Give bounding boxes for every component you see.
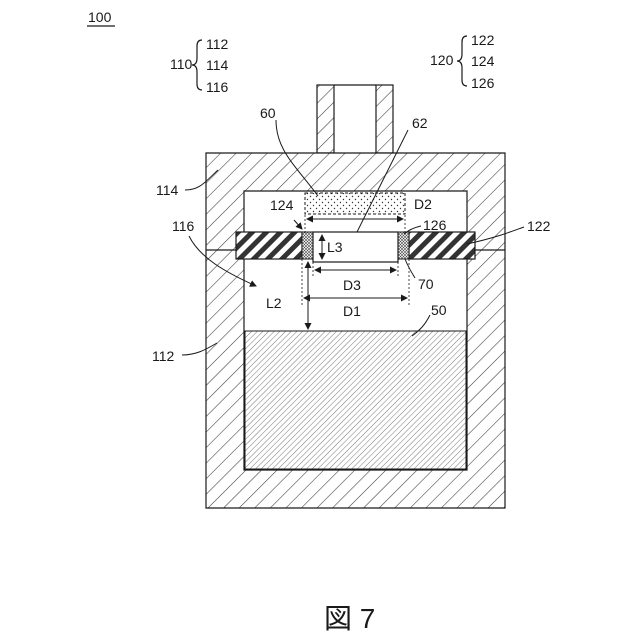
mesh-126 [398,232,409,259]
group-110-item-112: 112 [206,36,229,52]
label-112: 112 [152,348,175,364]
group-120-legend: 120 122 124 126 [430,32,495,91]
label-62: 62 [412,115,428,131]
group-120-item-122: 122 [471,32,495,48]
label-114: 114 [156,182,179,198]
liquid-50 [245,331,466,469]
label-126: 126 [423,217,447,233]
group-110-item-116: 116 [206,79,229,95]
label-d2: D2 [414,196,432,212]
group-110-item-114: 114 [206,57,229,73]
label-70: 70 [418,276,434,292]
label-116: 116 [172,218,195,234]
label-d1: D1 [343,303,361,319]
ref-100: 100 [88,9,112,25]
figure-caption: 図 7 [324,603,375,634]
label-d3: D3 [343,277,361,293]
label-124: 124 [270,197,294,213]
label-122: 122 [527,218,551,234]
group-110-legend: 110 112 114 116 [170,36,229,95]
group-120-ref: 120 [430,52,454,68]
group-120-item-126: 126 [471,75,495,91]
filter-60 [305,193,405,214]
label-l3: L3 [327,239,343,255]
seal-122-right [409,232,475,259]
mesh-124 [302,232,313,259]
group-110-brace [192,40,202,90]
label-l2: L2 [266,295,282,311]
group-120-item-124: 124 [471,53,495,69]
label-60: 60 [260,105,276,121]
label-50: 50 [431,302,447,318]
cylinder-62 [313,232,398,262]
group-110-ref: 110 [170,56,193,72]
top-nozzle [317,85,393,153]
group-120-brace [457,36,467,86]
seal-122-left [236,232,302,259]
